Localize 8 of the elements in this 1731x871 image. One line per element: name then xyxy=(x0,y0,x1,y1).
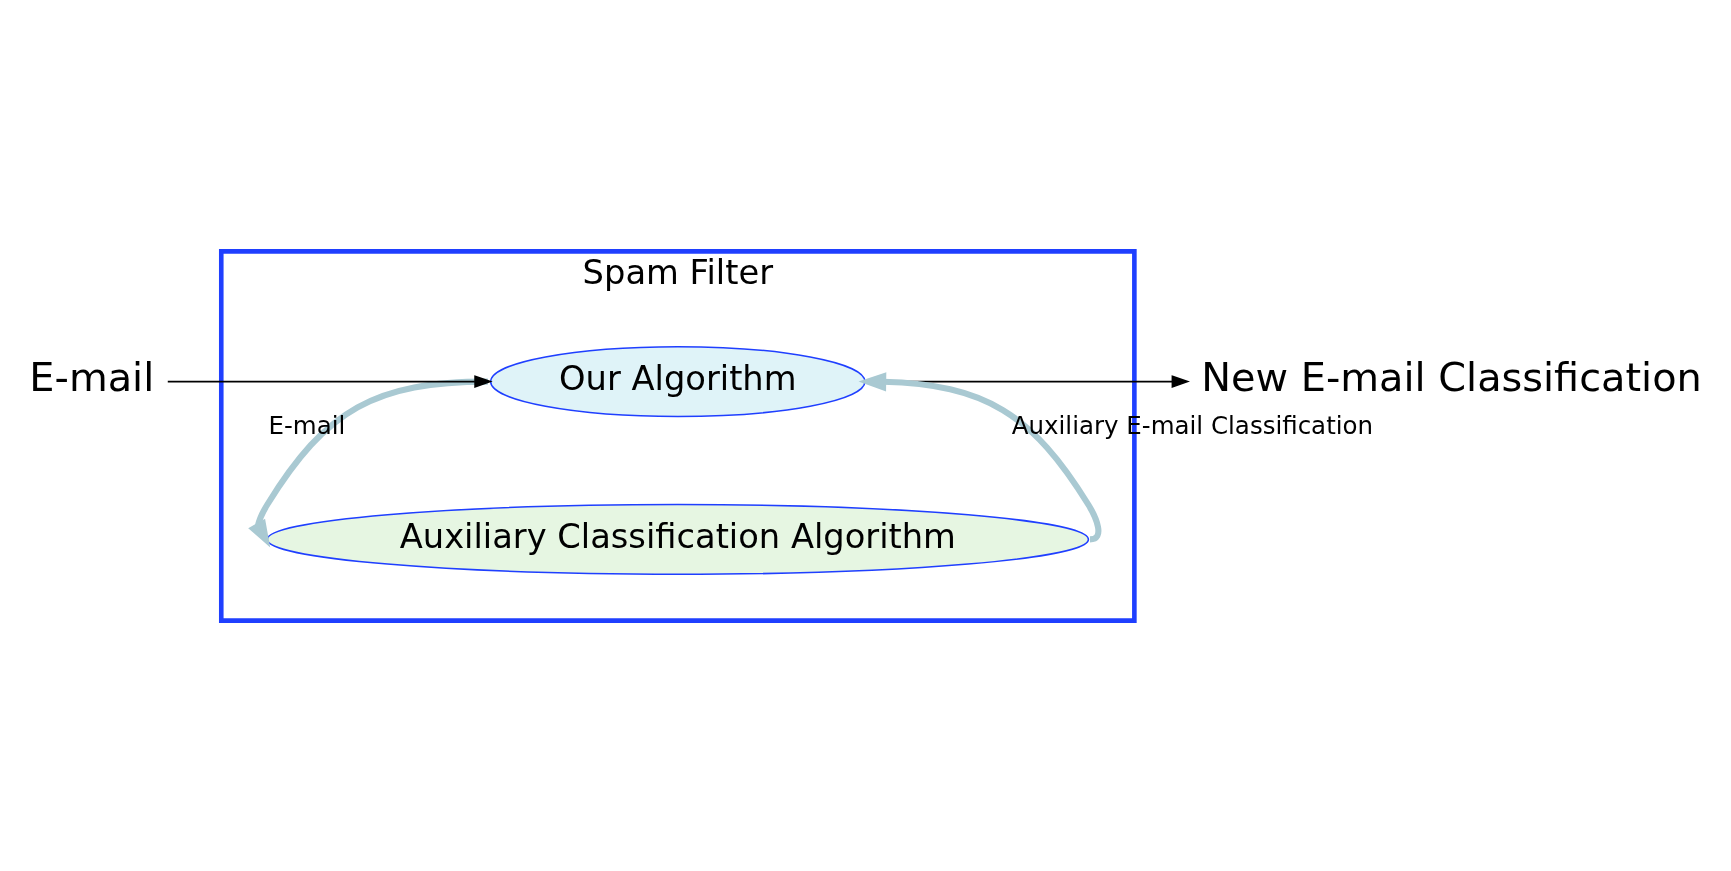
node-ellipse: Our Algorithm xyxy=(489,345,866,417)
node-text: E-mail xyxy=(29,353,155,400)
edge-label: E-mail xyxy=(268,410,346,440)
arrow xyxy=(858,371,1102,542)
arrow xyxy=(248,378,488,547)
arrow xyxy=(167,374,493,388)
node-ellipse: Auxiliary Classification Algorithm xyxy=(266,503,1090,575)
node-text: New E-mail Classification xyxy=(1201,353,1702,400)
